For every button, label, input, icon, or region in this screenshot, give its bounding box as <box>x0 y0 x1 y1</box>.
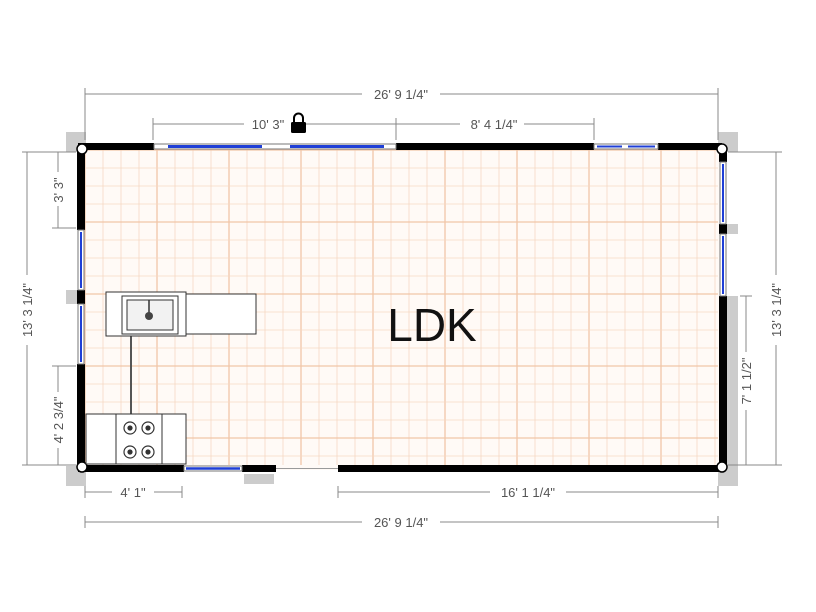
dim-left-overall[interactable]: 13' 3 1/4" <box>20 283 35 337</box>
wall-left-middle <box>77 290 85 304</box>
corner-marker <box>76 461 88 473</box>
corner-marker <box>716 461 728 473</box>
dim-top-overall[interactable]: 26' 9 1/4" <box>374 87 428 102</box>
room-label[interactable]: LDK <box>387 299 477 351</box>
corner-marker <box>76 143 88 155</box>
wall-right-stub <box>719 224 727 234</box>
lock-icon[interactable] <box>291 112 306 133</box>
wall-left-bottom <box>77 364 85 470</box>
dim-bottom-right[interactable]: 16' 1 1/4" <box>501 485 555 500</box>
dim-bottom-left[interactable]: 4' 1" <box>120 485 146 500</box>
walls <box>77 143 727 472</box>
wall-left-top <box>77 148 85 230</box>
dim-right-lower[interactable]: 7' 1 1/2" <box>739 357 754 404</box>
windows <box>77 143 727 472</box>
window-top-left <box>153 143 397 150</box>
corner-markers <box>76 143 728 473</box>
wall-right-top <box>719 148 727 162</box>
window-right-upper <box>719 161 727 225</box>
dim-top-right-span[interactable]: 8' 4 1/4" <box>471 117 518 132</box>
wall-top-middle <box>396 143 594 150</box>
sink-icon[interactable] <box>121 295 179 335</box>
wall-bottom-left <box>78 465 184 472</box>
window-bottom-left <box>183 465 243 472</box>
wall-bottom-middle <box>242 465 276 472</box>
dim-left-upper[interactable]: 3' 3" <box>51 177 66 203</box>
dim-bottom-overall[interactable]: 26' 9 1/4" <box>374 515 428 530</box>
stove-icon[interactable] <box>85 413 187 465</box>
window-left-lower <box>77 303 85 365</box>
wall-right-bottom <box>719 296 727 470</box>
dimension-label-backgrounds <box>19 86 784 530</box>
corner-marker <box>716 143 728 155</box>
window-left-upper <box>77 229 85 291</box>
wall-bottom-right <box>338 465 722 472</box>
wall-top-left <box>78 143 154 150</box>
dim-top-window-span[interactable]: 10' 3" <box>252 117 285 132</box>
window-right-lower <box>719 233 727 297</box>
window-top-right <box>593 143 659 150</box>
dim-right-overall[interactable]: 13' 3 1/4" <box>769 283 784 337</box>
dim-left-lower[interactable]: 4' 2 3/4" <box>51 396 66 443</box>
wall-top-right <box>658 143 722 150</box>
